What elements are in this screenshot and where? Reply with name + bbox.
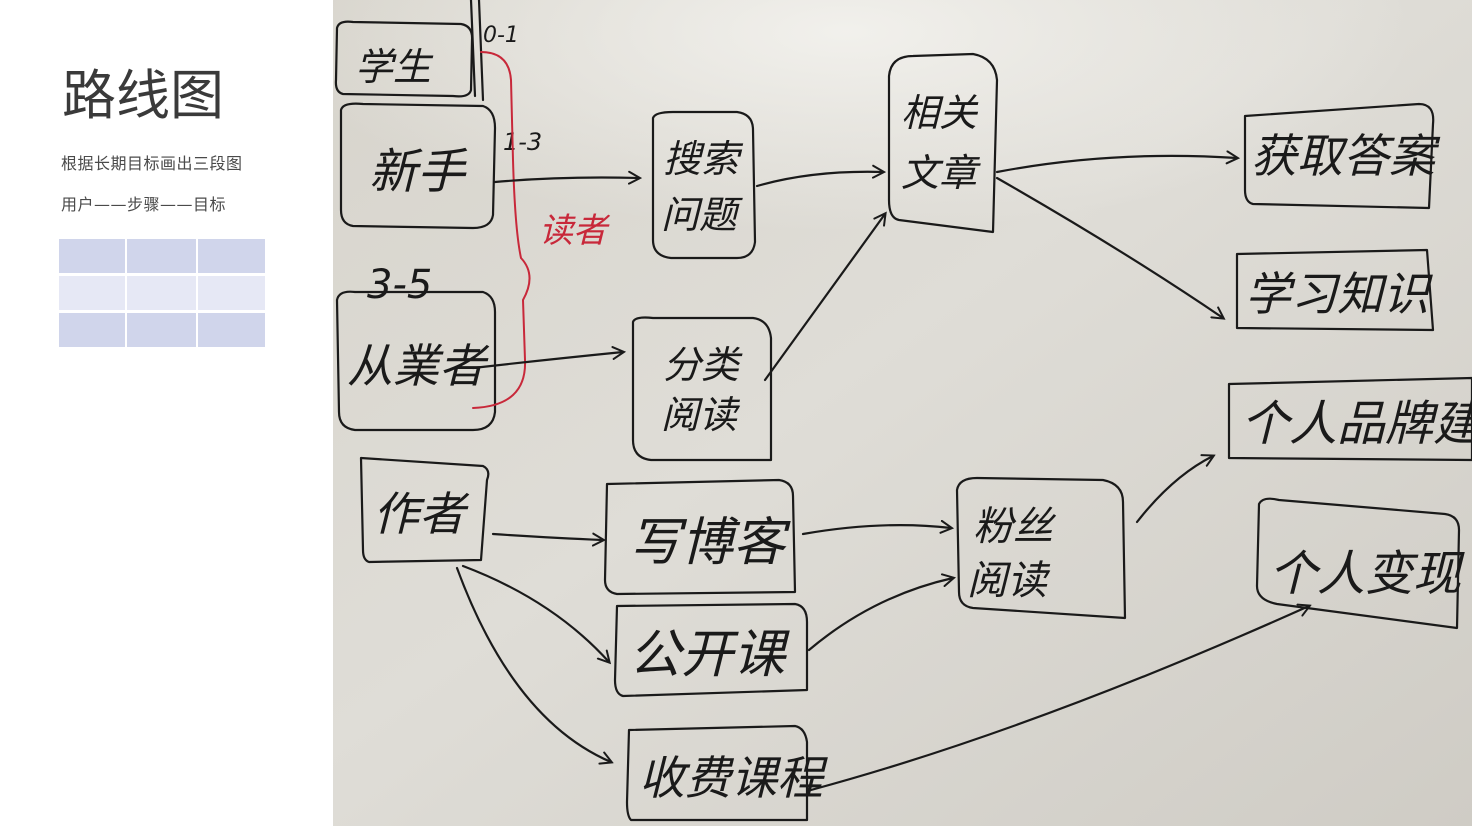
label-public-course: 公开课 xyxy=(629,625,790,685)
light-glare xyxy=(333,0,1472,400)
arrow-novice-to-search xyxy=(493,178,639,183)
box-write-blog xyxy=(603,478,797,596)
label-personal-monetization: 个人变现 xyxy=(1269,546,1465,602)
label-learn-knowledge: 学习知识 xyxy=(1245,267,1433,321)
decorative-grid-cell xyxy=(59,239,125,273)
label-practitioner: 从業者 xyxy=(347,339,490,393)
box-fan-reading xyxy=(955,476,1127,620)
arrow-group xyxy=(455,156,1309,792)
decorative-grid-cell xyxy=(59,276,125,310)
arrow-practitioner-to-categorized xyxy=(471,352,623,370)
label-personal-brand: 个人品牌建设 xyxy=(1241,396,1472,452)
label-write-blog: 写博客 xyxy=(629,513,791,573)
label-range-1-3: 1-3 xyxy=(503,128,542,156)
arrow-author-to-public xyxy=(461,564,609,662)
decorative-grid-cell xyxy=(127,313,196,347)
label-related-line2: 文章 xyxy=(901,151,981,195)
goal-column: 获取答案 学习知识 个人品牌建设 个人变现 xyxy=(1227,102,1472,630)
decorative-grid-cell xyxy=(198,313,265,347)
label-related-line1: 相关 xyxy=(901,91,979,135)
box-personal-brand xyxy=(1227,376,1472,462)
box-paid-course xyxy=(625,724,809,822)
whiteboard-photo: 学生 0-1 新手 1-3 3-5 从業者 读者 作者 xyxy=(333,0,1472,826)
label-fan-line2: 阅读 xyxy=(967,558,1051,604)
decorative-grid-cell xyxy=(127,239,196,273)
slide-title: 路线图 xyxy=(62,64,224,127)
box-categorized-reading xyxy=(631,316,773,462)
label-range-0-1: 0-1 xyxy=(483,23,519,48)
box-novice xyxy=(339,102,497,230)
separator-line xyxy=(477,0,485,102)
label-novice: 新手 xyxy=(369,144,468,200)
box-practitioner xyxy=(335,290,497,432)
slide-flow-caption: 用户——步骤——目标 xyxy=(61,195,227,214)
decorative-grid-cell xyxy=(198,276,265,310)
box-author xyxy=(359,456,490,564)
label-students: 学生 xyxy=(355,45,434,89)
slide-subtitle: 根据长期目标画出三段图 xyxy=(61,154,243,173)
readers-bracket xyxy=(472,51,531,409)
decorative-grid-cell xyxy=(59,313,125,347)
decorative-grid-cell xyxy=(198,239,265,273)
decorative-grid xyxy=(59,239,265,347)
box-public-course xyxy=(613,602,809,698)
label-search-line2: 问题 xyxy=(661,193,743,237)
box-learn-knowledge xyxy=(1235,248,1435,332)
label-categorized-line2: 阅读 xyxy=(661,393,741,437)
arrow-search-to-related xyxy=(755,172,883,188)
box-related-articles xyxy=(887,52,999,234)
label-categorized-line1: 分类 xyxy=(663,343,743,387)
whiteboard-diagram: 学生 0-1 新手 1-3 3-5 从業者 读者 作者 xyxy=(333,0,1472,826)
user-column: 学生 0-1 新手 1-3 3-5 从業者 读者 作者 xyxy=(334,0,611,564)
label-author: 作者 xyxy=(373,487,470,541)
arrow-categorized-to-related xyxy=(763,214,885,382)
arrow-author-to-blog xyxy=(491,534,603,540)
label-get-answer: 获取答案 xyxy=(1251,129,1441,183)
arrow-paid-to-monetization xyxy=(809,606,1309,792)
arrow-author-to-paid xyxy=(455,566,611,762)
arrow-related-to-answer xyxy=(995,156,1237,174)
step-column: 搜索 问题 分类 阅读 写博客 公开课 收费课程 相关 文章 xyxy=(603,52,1127,822)
label-paid-course: 收费课程 xyxy=(639,751,828,805)
box-get-answer xyxy=(1243,102,1435,210)
label-fan-line1: 粉丝 xyxy=(973,504,1057,550)
label-search-line1: 搜索 xyxy=(663,137,744,181)
arrow-public-to-fans xyxy=(807,578,953,652)
box-search xyxy=(651,110,757,260)
box-students xyxy=(334,20,474,98)
box-personal-monetization xyxy=(1255,497,1461,630)
arrow-blog-to-fans xyxy=(801,525,951,536)
label-range-3-5: 3-5 xyxy=(367,262,432,308)
separator-line xyxy=(469,0,477,98)
arrow-fans-to-brand xyxy=(1135,456,1213,524)
decorative-grid-cell xyxy=(127,276,196,310)
label-readers: 读者 xyxy=(539,211,611,251)
left-panel: 路线图 根据长期目标画出三段图 用户——步骤——目标 xyxy=(0,0,333,826)
arrow-related-to-knowledge xyxy=(995,176,1223,318)
